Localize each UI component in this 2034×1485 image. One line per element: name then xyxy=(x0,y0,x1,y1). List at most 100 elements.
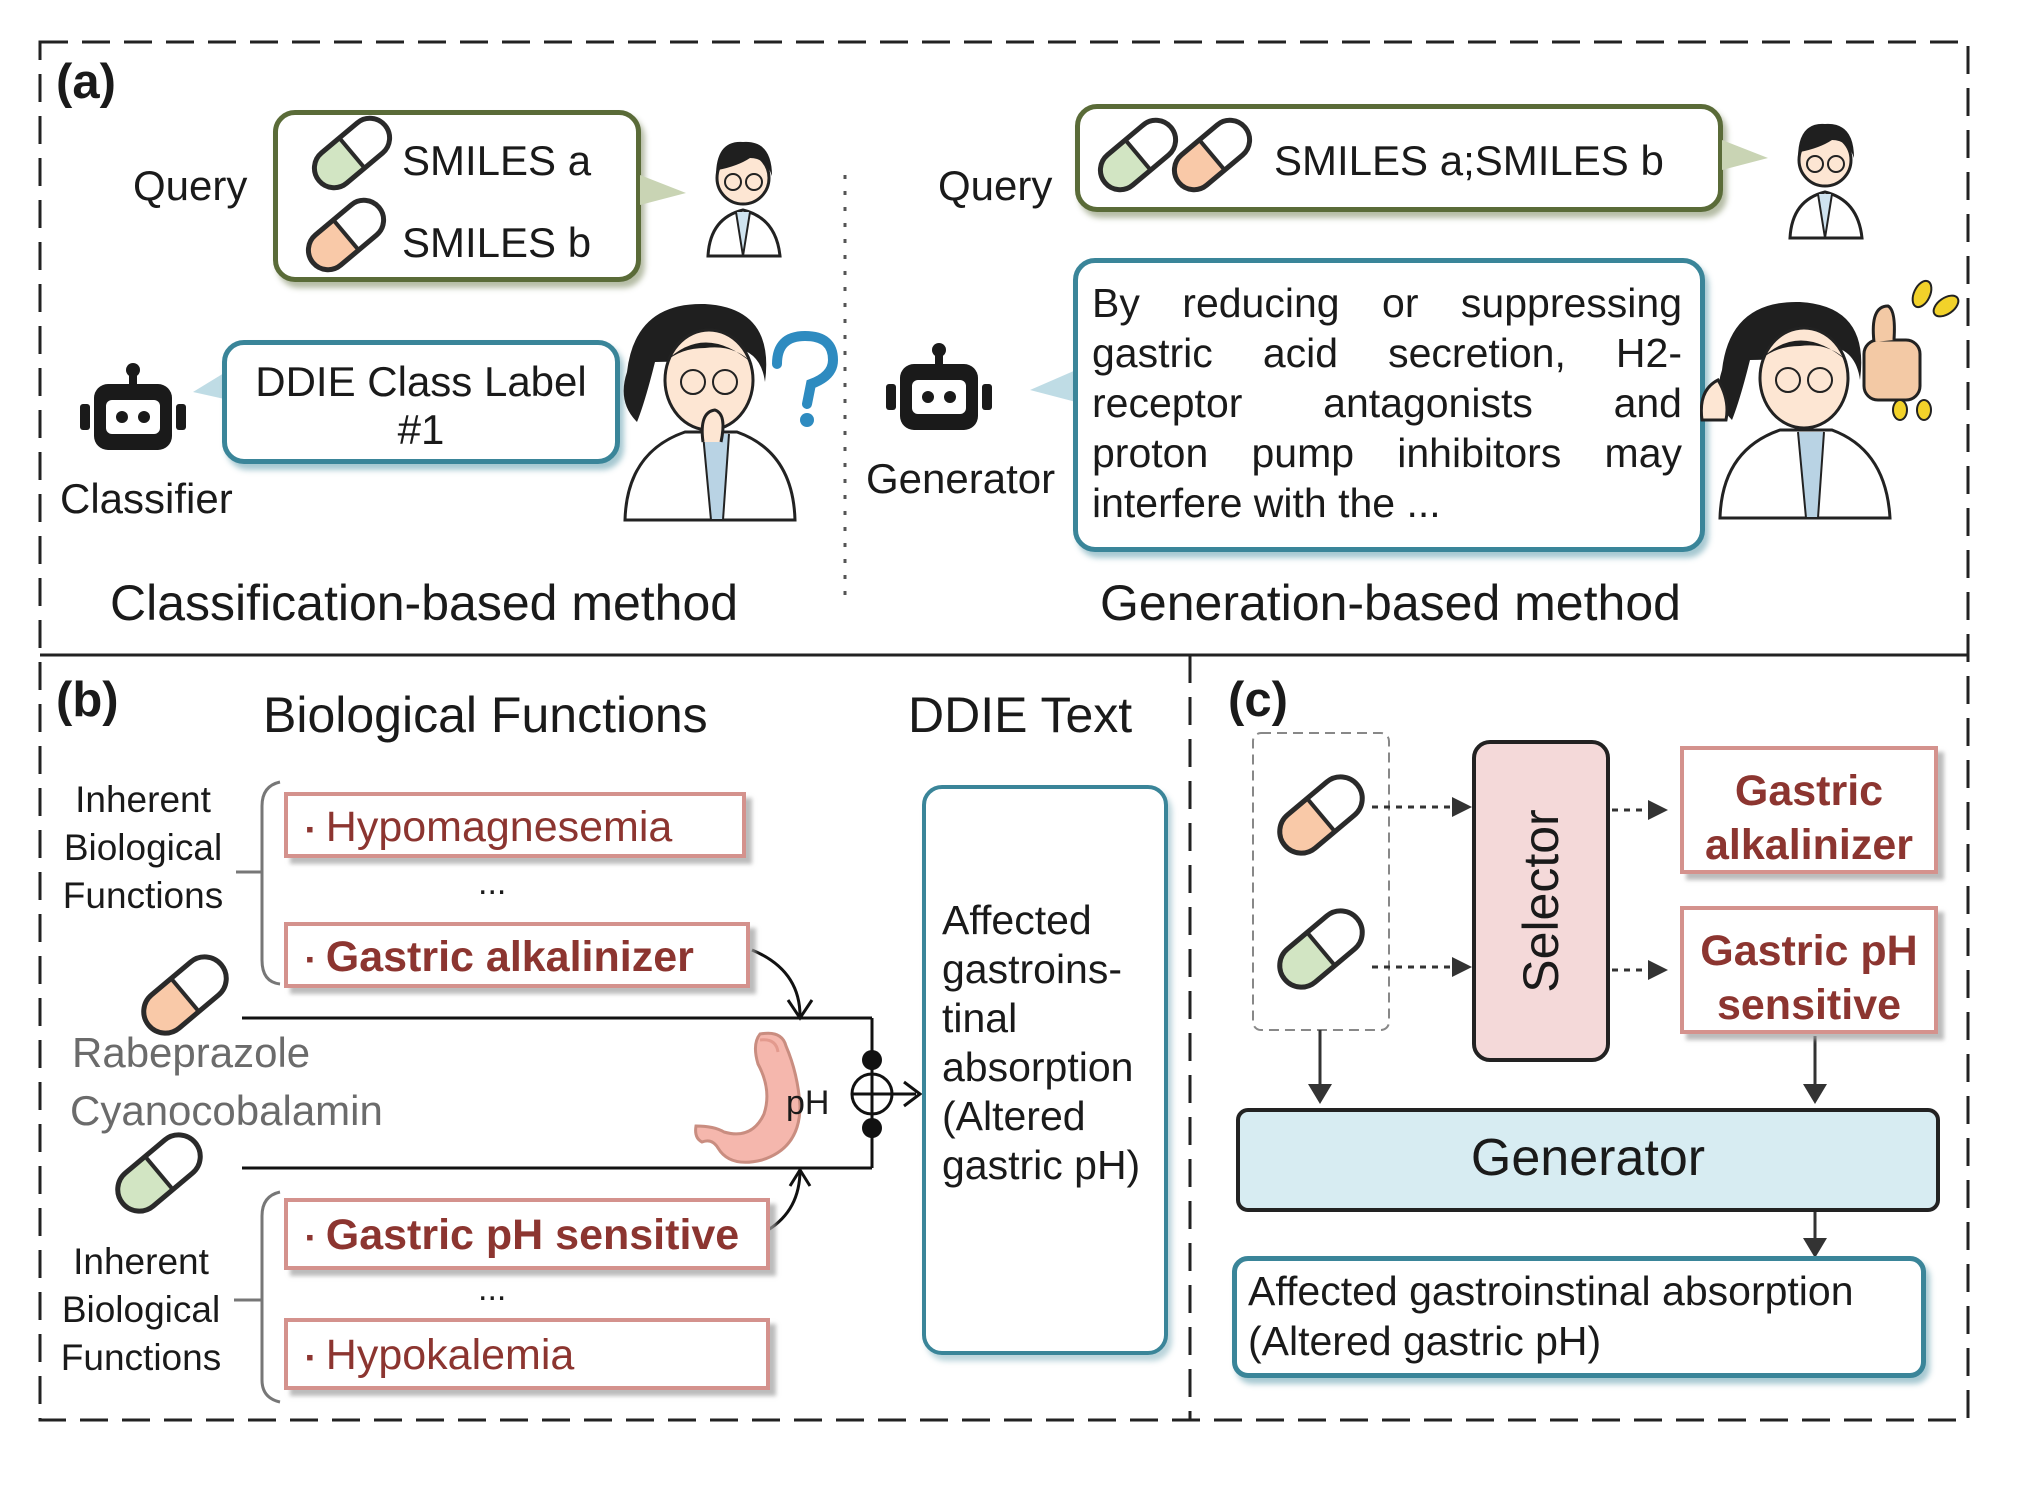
function-top-2-text: Gastric alkalinizer xyxy=(325,933,694,981)
ddie-line-1: Affected xyxy=(942,897,1092,943)
function-bottom-1-text: Gastric pH sensitive xyxy=(325,1211,740,1259)
curve-arrow-top xyxy=(751,948,802,1017)
panel-b-label: (b) xyxy=(56,673,119,727)
pill-icon-green-pair xyxy=(1097,117,1179,193)
pill-icon-orange-b xyxy=(141,954,229,1036)
pill-icon-green-c xyxy=(1277,908,1365,990)
pill-icon-orange-c xyxy=(1277,774,1365,856)
pill-icon-green xyxy=(311,115,393,191)
ddie-line-3: tinal xyxy=(942,995,1018,1041)
generation-method-title: Generation-based method xyxy=(1100,575,1681,631)
function-top-1-text: Hypomagnesemia xyxy=(325,803,673,851)
generated-text-block: By reducing or suppressing gastric acid … xyxy=(1092,278,1682,528)
selected-1-line2: alkalinizer xyxy=(1705,821,1913,869)
selected-2-line1: Gastric pH xyxy=(1700,927,1918,975)
panel-c-label: (c) xyxy=(1228,673,1288,727)
generator-label-a: Generator xyxy=(866,455,1056,502)
inherent-label-bottom: Inherent Biological Functions xyxy=(48,1238,234,1382)
selected-function-2-text: Gastric pH sensitive xyxy=(1684,924,1934,1032)
generated-line-5: interfere with the ... xyxy=(1092,480,1441,526)
generator-box xyxy=(1236,1108,1940,1212)
brace-bottom xyxy=(260,1190,281,1404)
ddie-line-6: gastric pH) xyxy=(942,1142,1141,1188)
speech-tail-generator xyxy=(1030,370,1076,402)
pill-icon-orange xyxy=(305,197,387,273)
stomach-ph-label: pH xyxy=(786,1084,830,1122)
function-box-bottom-2: ▪ Hypokalemia xyxy=(284,1318,770,1390)
speech-tail-classifier xyxy=(193,370,229,400)
scientist-icon xyxy=(706,141,782,258)
drug-b-label: Cyanocobalamin xyxy=(70,1087,383,1134)
function-top-ellipsis: ... xyxy=(478,864,507,902)
inherent-bottom-line3: Functions xyxy=(60,1337,222,1378)
selector-label: Selector xyxy=(1513,809,1569,993)
function-box-top-2: ▪ Gastric alkalinizer xyxy=(284,922,750,988)
ddie-class-label-line2: #1 xyxy=(397,406,445,454)
generator-label-c: Generator xyxy=(1470,1129,1706,1187)
pill-icon-orange-pair xyxy=(1171,117,1253,193)
ddie-class-label-line1: DDIE Class Label xyxy=(255,358,587,405)
inherent-bottom-line1: Inherent xyxy=(73,1241,209,1282)
bullet-dot: ▪ xyxy=(306,946,314,972)
ddie-text-box xyxy=(922,785,1168,1355)
curve-arrow-bottom xyxy=(767,1169,802,1232)
speech-tail-left xyxy=(640,175,686,205)
output-text-box xyxy=(1232,1256,1926,1378)
confused-scientist-icon xyxy=(623,303,839,522)
ddie-class-label-bubble xyxy=(222,340,620,464)
pill-icon-green-b xyxy=(115,1132,203,1214)
inherent-top-line1: Inherent xyxy=(75,779,211,820)
selected-function-2: Gastric pH sensitive xyxy=(1680,906,1938,1034)
function-bottom-2-text: Hypokalemia xyxy=(325,1331,575,1379)
drug-a-label: Rabeprazole xyxy=(72,1029,311,1076)
scientist-icon-right xyxy=(1788,123,1864,240)
smiles-pair-text: SMILES a;SMILES b xyxy=(1274,137,1664,184)
robot-icon-generator xyxy=(886,343,992,430)
selected-function-1: Gastric alkalinizer xyxy=(1680,746,1938,874)
output-text: Affected gastroinstinal absorption (Alte… xyxy=(1248,1266,1854,1366)
selected-function-1-text: Gastric alkalinizer xyxy=(1684,764,1934,872)
ddie-line-4: absorption xyxy=(942,1044,1134,1090)
function-bottom-ellipsis: ... xyxy=(478,1270,507,1308)
output-line-1: Affected gastroinstinal absorption xyxy=(1248,1268,1854,1314)
stomach-icon xyxy=(694,1031,802,1164)
output-line-2: (Altered gastric pH) xyxy=(1248,1318,1602,1364)
generated-line-2: gastric acid secretion, H2- xyxy=(1092,330,1682,376)
selected-2-line2: sensitive xyxy=(1716,981,1902,1029)
query-label-left: Query xyxy=(133,162,248,209)
classifier-label: Classifier xyxy=(60,475,233,522)
brace-top xyxy=(260,780,281,986)
ddie-line-2: gastroins- xyxy=(942,946,1123,992)
ddie-class-label-text: DDIE Class Label #1 xyxy=(222,358,620,455)
bullet-dot: ▪ xyxy=(306,816,314,842)
inherent-top-line3: Functions xyxy=(62,875,224,916)
ddie-text-header: DDIE Text xyxy=(908,687,1133,743)
function-box-top-1: ▪ Hypomagnesemia xyxy=(284,792,746,858)
function-box-bottom-1: ▪ Gastric pH sensitive xyxy=(284,1198,770,1270)
selected-1-line1: Gastric xyxy=(1734,767,1884,815)
generated-line-4: proton pump inhibitors may xyxy=(1092,430,1682,476)
inherent-top-line2: Biological xyxy=(63,827,223,868)
robot-icon-classifier xyxy=(80,363,186,450)
inherent-bottom-line2: Biological xyxy=(61,1289,221,1330)
ddie-line-5: (Altered xyxy=(942,1093,1086,1139)
classification-method-title: Classification-based method xyxy=(110,575,739,631)
bullet-dot: ▪ xyxy=(306,1344,314,1370)
biological-functions-header: Biological Functions xyxy=(263,687,708,743)
speech-tail-right xyxy=(1722,140,1768,170)
happy-scientist-icon xyxy=(1700,279,1960,520)
smiles-a-text: SMILES a xyxy=(402,137,592,184)
generated-line-3: receptor antagonists and xyxy=(1092,380,1682,426)
outer-dashed-frame xyxy=(38,40,1970,1422)
smiles-b-text: SMILES b xyxy=(402,219,592,266)
panel-a-label: (a) xyxy=(56,55,116,109)
inherent-label-top: Inherent Biological Functions xyxy=(50,776,236,920)
query-label-right: Query xyxy=(938,162,1053,209)
selector-box xyxy=(1472,740,1610,1062)
bullet-dot: ▪ xyxy=(306,1224,314,1250)
generated-line-1: By reducing or suppressing xyxy=(1092,280,1682,326)
